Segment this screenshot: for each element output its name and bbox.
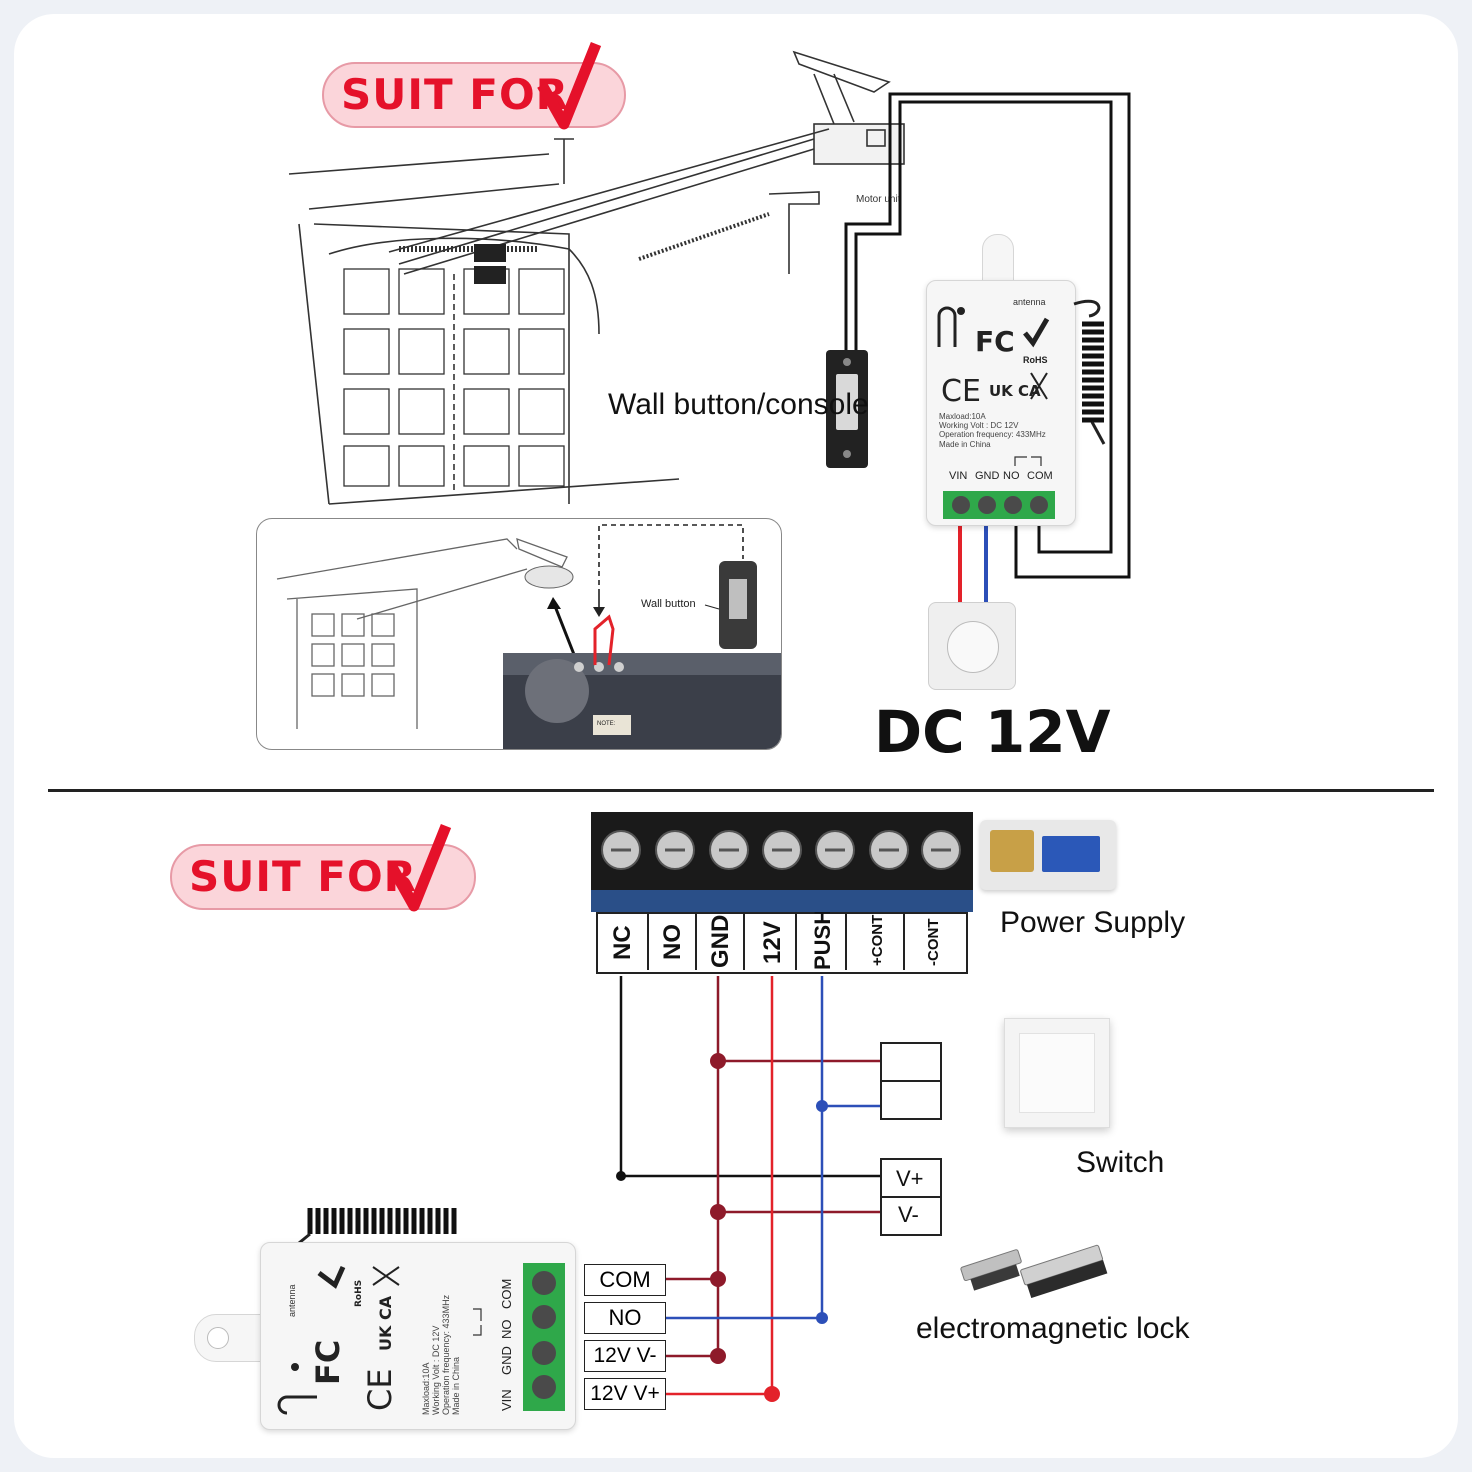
motor-unit-label: Motor unit <box>856 194 901 205</box>
ukca-mark-bottom: UK CA <box>376 1295 395 1351</box>
terminal-gnd-label: GND <box>975 470 1000 482</box>
terminal-no-label-bottom: NO <box>499 1320 514 1340</box>
suit-for-text-bottom: SUIT FOR <box>189 852 417 901</box>
block-label-cont-minus: -CONT <box>925 919 942 967</box>
rohs-mark: RoHS <box>1023 355 1048 365</box>
terminal-vin-label-bottom: VIN <box>499 1389 514 1411</box>
spec-made: Made in China <box>939 440 991 449</box>
antenna-tab-top <box>982 234 1014 286</box>
spec-volt: Working Volt : DC 12V <box>939 421 1019 430</box>
spec-freq-bottom: Operation frequency: 433MHz <box>441 1294 451 1415</box>
switch-terminal-box <box>880 1042 942 1120</box>
terminal-gnd-label-bottom: GND <box>499 1346 514 1375</box>
output-com: COM <box>584 1264 666 1296</box>
lock-label: electromagnetic lock <box>916 1312 1190 1345</box>
spec-made-bottom: Made in China <box>451 1357 461 1415</box>
switch-label: Switch <box>1076 1146 1165 1179</box>
wall-console-label: Wall button/console <box>608 388 869 421</box>
power-supply-board <box>980 820 1116 890</box>
terminal-no-label: NO <box>1003 470 1020 482</box>
section-divider <box>48 789 1434 792</box>
access-control-terminal-block <box>591 812 973 912</box>
block-label-gnd: GND <box>707 915 734 968</box>
diagram-card: SUIT FOR <box>14 14 1458 1458</box>
terminal-com-label-bottom: COM <box>499 1279 514 1309</box>
terminal-vin-label: VIN <box>949 470 967 482</box>
terminal-label-strip <box>596 912 968 974</box>
spec-maxload-bottom: Maxload:10A <box>421 1362 431 1415</box>
v-minus-label: V- <box>898 1202 919 1227</box>
v-plus-label: V+ <box>896 1166 924 1191</box>
voltage-label: DC 12V <box>874 698 1111 766</box>
relay-module-bottom: FC CE UK CA RoHS antenna Maxload:10A Wor… <box>260 1242 576 1430</box>
antenna-label-bottom: antenna <box>287 1284 297 1317</box>
checkmark-icon <box>537 41 602 130</box>
ce-mark-bottom: CE <box>361 1368 399 1411</box>
terminal-labels: NC NO GND 12V PUSH +CONT -CONT <box>609 912 942 970</box>
spec-volt-bottom: Working Volt : DC 12V <box>431 1326 441 1415</box>
terminal-screws <box>601 830 961 870</box>
lock-terminal-box: V+ V- <box>880 1158 942 1236</box>
wall-switch <box>1004 1018 1110 1128</box>
suit-for-badge-bottom <box>170 844 476 910</box>
dc-power-socket <box>928 602 1016 690</box>
ukca-mark: UK CA <box>989 382 1041 400</box>
electromagnetic-lock-image <box>960 1244 1108 1298</box>
checkmark-icon <box>387 823 452 912</box>
bottom-wiring <box>616 976 880 1402</box>
wall-console-device <box>826 350 868 468</box>
output-label-column: COM NO 12V V- 12V V+ <box>584 1264 666 1414</box>
terminal-com-label: COM <box>1027 470 1053 482</box>
power-supply-label: Power Supply <box>1000 906 1186 939</box>
fc-mark-bottom: FC <box>309 1340 347 1385</box>
antenna-label-top: antenna <box>1013 297 1046 307</box>
block-label-no: NO <box>659 924 686 960</box>
note-label: NOTE: <box>597 721 616 727</box>
coiled-antenna-top <box>1073 299 1106 445</box>
block-label-push: PUSH <box>810 912 835 970</box>
installation-inset: NOTE: Wall button <box>256 518 782 750</box>
ce-mark: CE <box>941 374 981 409</box>
fc-mark: FC <box>975 325 1015 358</box>
spec-freq: Operation frequency: 433MHz <box>939 430 1046 439</box>
block-label-cont-plus: +CONT <box>869 915 886 966</box>
suit-for-text-top: SUIT FOR <box>341 70 569 119</box>
relay-module-top: FC RoHS antenna CE UK CA Maxload:10A Wor… <box>926 280 1076 526</box>
wall-button-label: Wall button <box>641 598 696 610</box>
block-label-12v: 12V <box>759 921 786 964</box>
rohs-mark-bottom: RoHS <box>354 1280 364 1307</box>
spec-maxload: Maxload:10A <box>939 412 986 421</box>
output-12v-minus: 12V V- <box>584 1340 666 1372</box>
output-12v-plus: 12V V+ <box>584 1378 666 1410</box>
mount-tab-bottom <box>194 1314 266 1362</box>
block-label-nc: NC <box>609 925 636 960</box>
output-no: NO <box>584 1302 666 1334</box>
